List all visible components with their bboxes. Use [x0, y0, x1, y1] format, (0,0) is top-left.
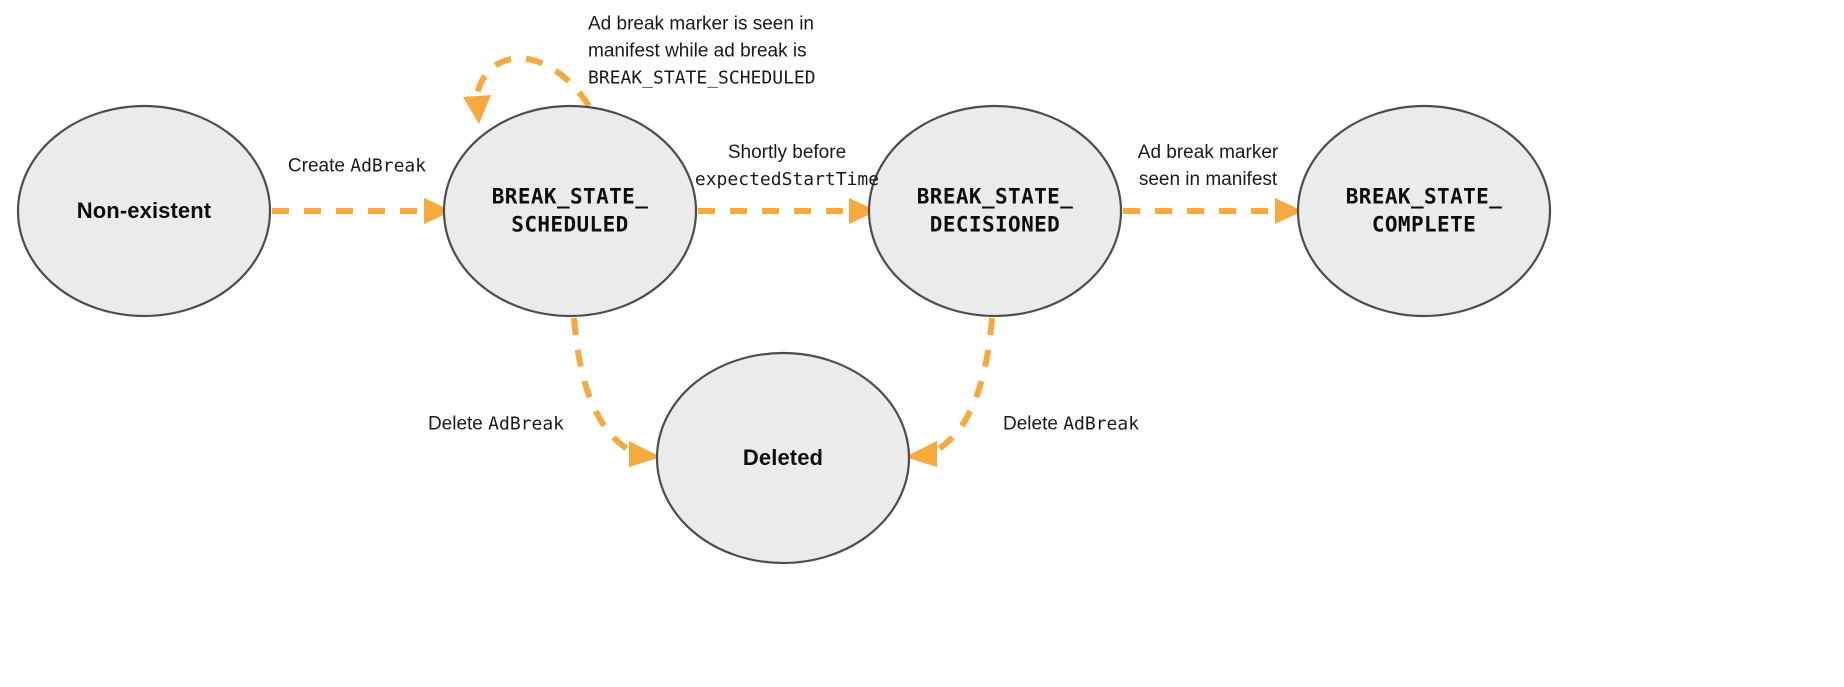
node-break-state-complete[interactable] — [1296, 104, 1552, 318]
edge-create-adbreak — [272, 198, 452, 224]
node-non-existent[interactable] — [16, 104, 272, 318]
arrowhead-icon — [849, 198, 877, 224]
node-break-state-scheduled[interactable] — [442, 104, 698, 318]
arrowhead-icon — [905, 441, 937, 467]
edge-self-loop-scheduled — [463, 55, 592, 124]
node-deleted[interactable] — [655, 351, 911, 565]
arrowhead-icon — [424, 198, 452, 224]
arrowhead-icon — [629, 441, 661, 467]
arrowhead-icon — [463, 95, 491, 124]
edge-scheduled-to-deleted — [571, 317, 661, 467]
edge-scheduled-to-decisioned — [698, 198, 877, 224]
edge-line — [473, 55, 592, 108]
edge-decisioned-to-complete — [1123, 198, 1303, 224]
edge-line — [928, 317, 995, 457]
edge-line — [571, 317, 638, 457]
node-break-state-decisioned[interactable] — [867, 104, 1123, 318]
arrowhead-icon — [1275, 198, 1303, 224]
edge-decisioned-to-deleted — [905, 317, 995, 467]
